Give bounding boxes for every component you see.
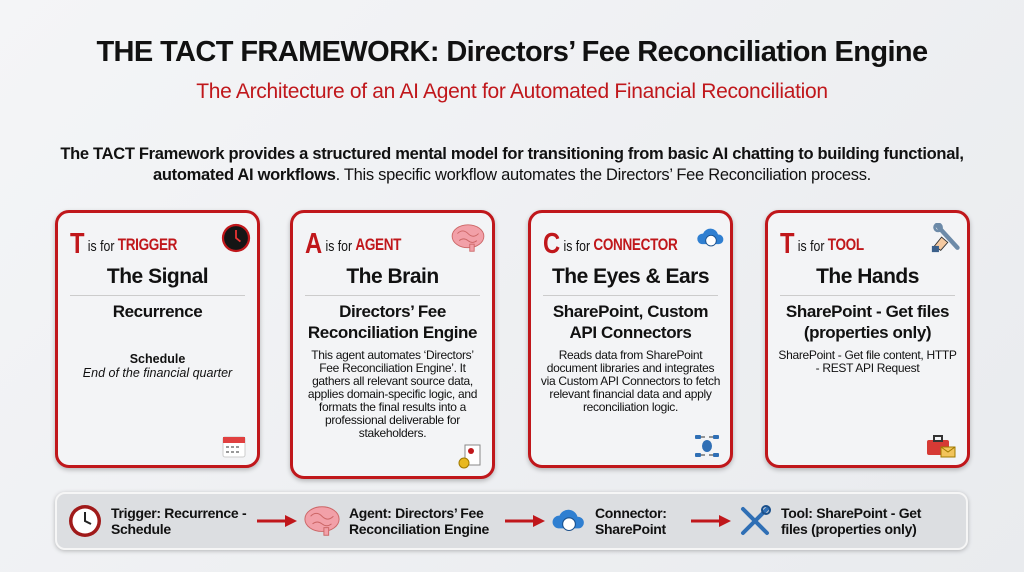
flow-step-connector: Connector: SharePoint xyxy=(551,503,685,539)
page-subtitle: The Architecture of an AI Agent for Auto… xyxy=(196,80,828,103)
flow-step-text: Connector: SharePoint xyxy=(595,505,667,537)
arrow-right-icon xyxy=(691,515,731,527)
divider xyxy=(543,295,718,296)
card-letter: C xyxy=(543,228,561,260)
intro-bold: The TACT Framework provides a structured… xyxy=(60,145,964,184)
divider xyxy=(70,295,245,296)
intro-text: The TACT Framework provides a structured… xyxy=(60,144,964,186)
card-component: Recurrence xyxy=(112,302,203,321)
divider xyxy=(305,295,480,296)
card-description: This agent automates ‘Directors’ Fee Rec… xyxy=(307,348,478,440)
card-letter: A xyxy=(305,228,323,260)
card-role: TRIGGER xyxy=(117,236,178,254)
database-network-icon xyxy=(695,435,719,457)
arrow-right-icon xyxy=(257,515,297,527)
card-component: SharePoint - Get files (properties only) xyxy=(785,302,950,342)
card-description: SharePoint - Get file content, HTTP - RE… xyxy=(778,348,957,375)
intro-rest: . This specific workflow automates the D… xyxy=(335,166,872,184)
card-role: AGENT xyxy=(355,236,402,254)
clock-icon xyxy=(69,505,101,537)
card-component: Directors’ Fee Reconciliation Engine xyxy=(307,302,478,342)
toolbox-mail-icon xyxy=(927,435,956,458)
page-title: THE TACT FRAMEWORK: Directors’ Fee Recon… xyxy=(96,36,928,68)
flow-step-tool: Tool: SharePoint - Get files (properties… xyxy=(737,503,946,539)
flow-step-text: Trigger: Recurrence - Schedule xyxy=(111,505,247,537)
cloud-api-icon xyxy=(697,228,724,247)
is-for: is for xyxy=(325,238,353,255)
cloud-api-icon xyxy=(552,509,584,532)
is-for: is for xyxy=(87,238,115,255)
brain-icon xyxy=(451,224,485,252)
clock-icon xyxy=(221,223,251,253)
brain-icon xyxy=(304,506,340,536)
flow-step-trigger: Trigger: Recurrence - Schedule xyxy=(67,503,251,539)
divider xyxy=(780,295,955,296)
flow-step-text: Agent: Directors’ Fee Reconciliation Eng… xyxy=(349,505,489,537)
document-gear-icon xyxy=(458,444,481,469)
is-for: is for xyxy=(563,238,591,255)
wrench-screwdriver-icon xyxy=(741,505,771,535)
card-component: SharePoint, Custom API Connectors xyxy=(552,302,709,342)
card-name: The Eyes & Ears xyxy=(551,265,710,288)
schedule-value: End of the financial quarter xyxy=(82,366,233,380)
arrow-right-icon xyxy=(505,515,545,527)
card-name: The Hands xyxy=(816,265,919,288)
card-role: CONNECTOR xyxy=(593,236,678,254)
card-name: The Signal xyxy=(106,265,209,288)
card-role: TOOL xyxy=(827,236,864,254)
card-letter: T xyxy=(70,228,85,260)
card-letter: T xyxy=(780,228,795,260)
flow-step-agent: Agent: Directors’ Fee Reconciliation Eng… xyxy=(303,503,499,539)
calendar-icon xyxy=(222,436,246,458)
flow-step-text: Tool: SharePoint - Get files (properties… xyxy=(781,505,922,537)
card-name: The Brain xyxy=(346,265,439,288)
is-for: is for xyxy=(797,238,825,255)
card-description: Reads data from SharePoint document libr… xyxy=(540,348,721,414)
hand-wrench-icon xyxy=(931,223,960,253)
workflow-summary-bar: Trigger: Recurrence - Schedule Agent: Di… xyxy=(55,492,968,550)
schedule-label: Schedule xyxy=(129,352,186,366)
